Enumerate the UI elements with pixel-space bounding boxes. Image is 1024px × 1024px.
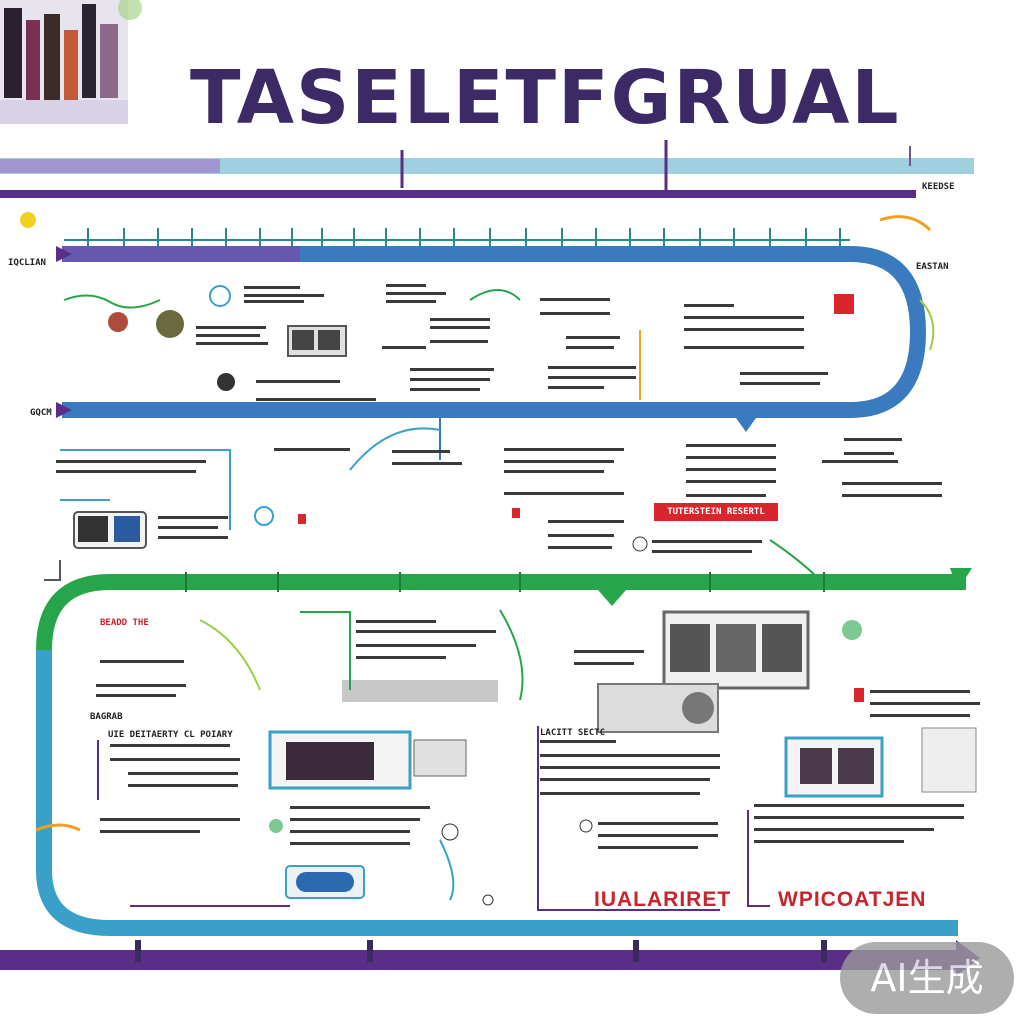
section-header-b: LACITT SECTC (540, 728, 606, 738)
top-right-tag: KEEDSE (922, 182, 955, 192)
side-label-left-upper: IQCLIAN (8, 258, 46, 268)
ai-generated-watermark: AI生成 (840, 942, 1014, 1014)
side-label-left-lower: GQCM (30, 408, 52, 418)
green-track (36, 568, 972, 651)
blue-track (56, 246, 927, 432)
round-icons (20, 212, 862, 906)
decorative-squiggles (35, 215, 935, 901)
section-header-a: UIE DEITAERTY CL POIARY (108, 730, 233, 740)
text-lines (56, 284, 980, 849)
top-rule-purple (0, 190, 916, 198)
red-label-right: WPICOATJEN (778, 888, 927, 911)
device-panels (73, 294, 977, 899)
callout-connectors (44, 330, 770, 911)
section-label-b: BAGRAB (90, 712, 123, 722)
section-label-a: BEADD THE (100, 618, 149, 628)
top-rule-teal (0, 158, 974, 174)
red-label-left: IUALARIRET (594, 888, 732, 911)
collage-image (0, 0, 142, 124)
poster-title: TASELETFGRUAL (190, 55, 901, 141)
teal-track (36, 650, 958, 936)
bottom-rule-purple (0, 950, 966, 970)
red-highlight-bar: TUTERSTEIN RESERTL (654, 503, 778, 521)
side-label-right-upper: EASTAN (916, 262, 949, 272)
timeline-ruler (64, 228, 850, 246)
